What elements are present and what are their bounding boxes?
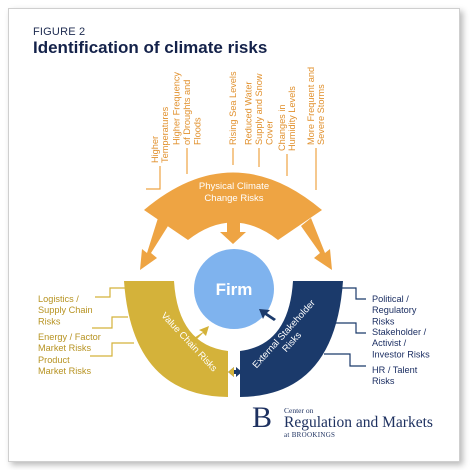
external-risk-label: HR / Talent [372,365,418,375]
external-risk-label: Regulatory [372,305,417,315]
external-risk-label: Investor Risks [372,349,430,359]
physical-risk-label: Reduced Water [244,82,254,146]
value-chain-risk-label: Product [38,355,70,365]
arrow-external-to-firm [259,309,276,321]
physical-risk-connectors [146,148,317,190]
physical-risk-label: Cover [264,120,274,145]
value-chain-risk-label: Logistics / [38,294,79,304]
external-risk-label: Activist / [372,338,407,348]
logo-line2: Regulation and Markets [284,414,433,431]
value-chain-risk-label: Risks [38,316,61,326]
external-risk-label: Risks [372,316,395,326]
physical-risks-band [144,172,322,240]
physical-risk-label: More Frequent and [306,67,316,145]
arrow-physical-to-external [301,218,332,270]
brookings-logo-letter: B [252,401,273,434]
arrow-physical-to-firm [220,222,246,244]
external-stakeholder-band [240,281,343,397]
physical-risk-label: of Droughts and [182,80,192,145]
physical-risk-label: Humidity Levels [287,86,297,151]
physical-risk-label: Rising Sea Levels [228,71,238,145]
value-chain-risk-label: Energy / Factor [38,332,101,342]
firm-circle [194,249,274,329]
physical-risks-label-line2: Change Risks [204,193,263,204]
firm-label: Firm [216,280,253,299]
value-chain-risk-label: Market Risks [38,343,91,353]
external-risk-label: Political / [372,294,409,304]
value-chain-risk-label: Supply Chain [38,305,93,315]
value-chain-band [124,281,228,397]
physical-risk-label: Floods [192,117,202,145]
figure-label: FIGURE 2 [33,26,86,38]
physical-risk-label: Higher Frequency [172,72,182,145]
physical-risk-label: Changes in [277,105,287,151]
physical-risk-label: Higher [150,136,160,163]
physical-risk-label: Supply and Snow [254,73,264,145]
logo-line1: Center on [284,406,314,415]
physical-risk-label: Severe Storms [316,84,326,145]
figure-title: Identification of climate risks [33,38,268,57]
arrow-between-bands-gold [228,367,234,377]
external-connectors [324,287,366,367]
external-risk-label: Risks [372,376,395,386]
physical-risks-label-line1: Physical Climate [199,181,269,192]
arrow-physical-to-value-chain [140,218,168,270]
arrow-value-chain-to-firm [194,326,209,340]
logo-line3: at BROOKINGS [284,431,336,439]
external-risk-label: Stakeholder / [372,327,427,337]
value-chain-risk-label: Market Risks [38,366,91,376]
value-chain-connectors [90,287,134,357]
physical-risk-label: Temperatures [160,106,170,163]
